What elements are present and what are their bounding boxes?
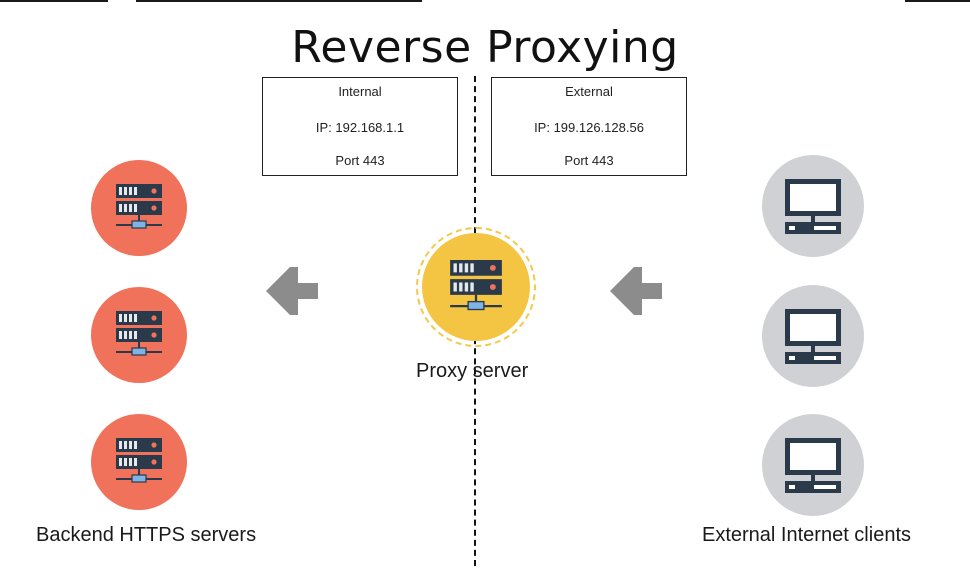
internal-info-box: Internal IP: 192.168.1.1 Port 443	[262, 77, 458, 176]
external-clients-label: External Internet clients	[702, 524, 911, 546]
desktop-computer-icon	[785, 438, 841, 493]
server-icon	[116, 311, 162, 356]
diagram-title: Reverse Proxying	[291, 22, 679, 73]
external-client-3	[762, 414, 864, 516]
external-client-2	[762, 285, 864, 387]
backend-servers-label: Backend HTTPS servers	[36, 524, 257, 546]
desktop-computer-icon	[785, 179, 841, 234]
internal-ip: IP: 192.168.1.1	[315, 120, 405, 135]
top-bar-center	[136, 0, 422, 2]
external-ip: IP: 199.126.128.56	[534, 120, 644, 135]
server-icon	[116, 438, 162, 483]
proxy-server	[422, 233, 530, 341]
internal-port: Port 443	[335, 153, 385, 168]
arrow-left-icon	[266, 267, 318, 315]
external-client-1	[762, 155, 864, 257]
top-bar-left	[0, 0, 108, 2]
external-info-box: External IP: 199.126.128.56 Port 443	[491, 77, 687, 176]
backend-server-1	[91, 160, 187, 256]
internal-heading: Internal	[338, 84, 382, 99]
proxy-server-label: Proxy server	[416, 360, 529, 382]
server-icon	[116, 184, 162, 229]
backend-server-3	[91, 414, 187, 510]
arrow-left-icon	[610, 267, 662, 315]
server-icon	[450, 260, 502, 311]
proxy-server-outline	[416, 227, 536, 347]
backend-server-2	[91, 287, 187, 383]
desktop-computer-icon	[785, 309, 841, 364]
external-port: Port 443	[564, 153, 614, 168]
external-heading: External	[565, 84, 613, 99]
top-bar-right	[905, 0, 970, 2]
